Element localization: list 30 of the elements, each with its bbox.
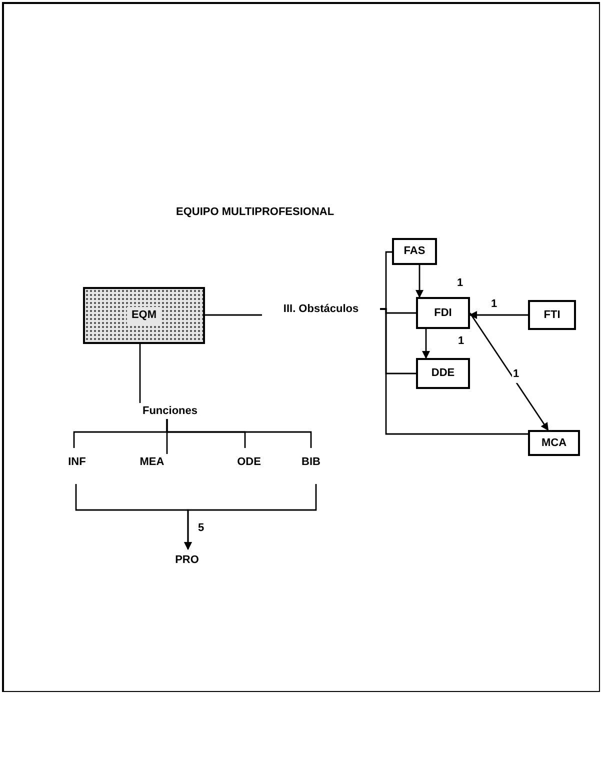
process-box xyxy=(392,238,437,265)
arrow xyxy=(416,265,424,298)
shaded-box xyxy=(83,287,205,344)
arrow xyxy=(469,312,549,431)
edge-label: 1 xyxy=(512,366,520,382)
node-text: EQM xyxy=(127,307,161,324)
node-label: PRO xyxy=(170,552,204,568)
arrow xyxy=(422,329,430,359)
node-label: MEA xyxy=(130,454,174,470)
arrow xyxy=(184,484,317,550)
connector-line xyxy=(139,344,141,403)
diagram-title: EQUIPO MULTIPROFESIONAL xyxy=(176,205,334,220)
node-text: MCA xyxy=(541,436,567,451)
process-box xyxy=(528,300,576,330)
node-label: INF xyxy=(62,454,92,470)
connector-line xyxy=(166,419,312,448)
node-label: BIB xyxy=(298,454,324,470)
node-text: DDE xyxy=(431,366,455,382)
connector-line xyxy=(380,308,528,435)
arrow xyxy=(469,311,528,319)
connector-line xyxy=(205,314,262,316)
process-box xyxy=(528,430,580,456)
node-label: Funciones xyxy=(140,403,200,419)
node-text: FTI xyxy=(544,308,560,323)
process-box xyxy=(416,297,470,329)
node-text: FAS xyxy=(404,244,426,260)
process-box xyxy=(416,358,470,389)
node-text: FDI xyxy=(434,306,452,321)
node-label: ODE xyxy=(233,454,265,470)
node-label: III. Obstáculos xyxy=(262,300,380,318)
